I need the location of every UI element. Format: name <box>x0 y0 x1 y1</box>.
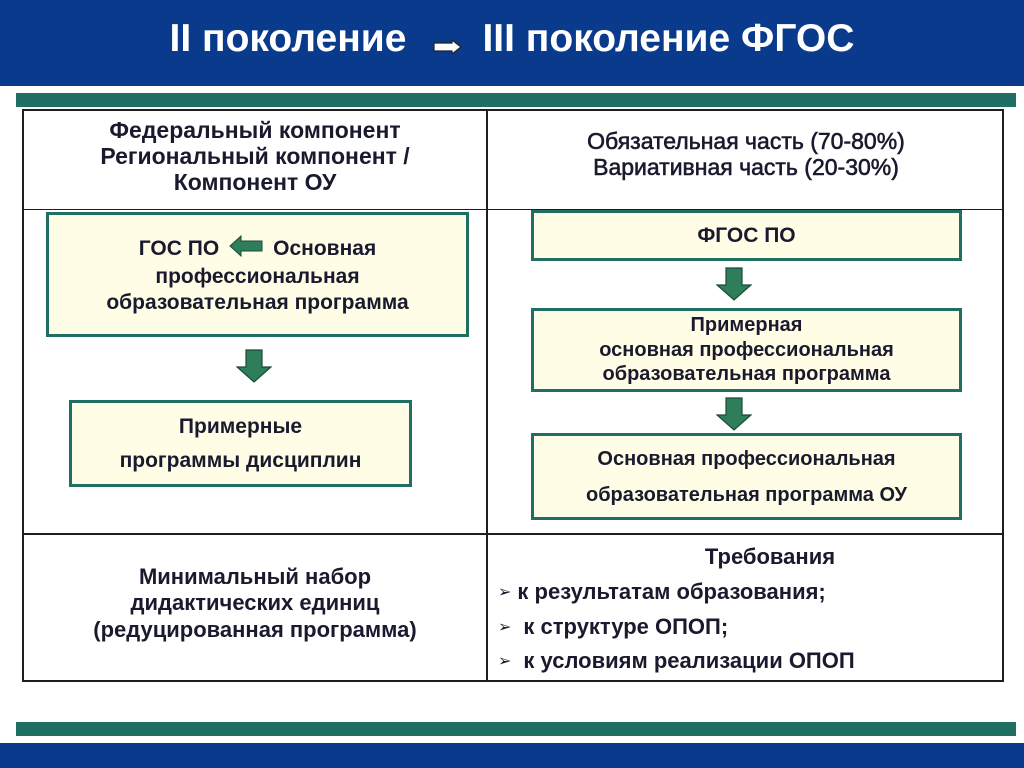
header-bar <box>0 0 1024 86</box>
model-program-line: Примерная <box>690 314 803 337</box>
right-header-line: Вариативная часть (20-30%) <box>593 153 899 180</box>
minimal-set-line: (редуцированная программа) <box>93 616 417 642</box>
gos-po-right-label: Основная <box>273 237 377 261</box>
title-left: II поколение <box>169 17 407 60</box>
left-arrow-icon <box>229 234 263 265</box>
model-program-line: образовательная программа <box>602 363 891 386</box>
bottom-stripe <box>16 722 1016 736</box>
requirements-title: Требования <box>704 544 836 569</box>
gos-po-line2: профессиональная <box>155 265 360 289</box>
column-divider <box>486 109 488 682</box>
down-arrow-icon <box>715 267 753 306</box>
left-header: Федеральный компонент Региональный компо… <box>24 117 486 195</box>
left-header-line: Федеральный компонент <box>109 117 401 143</box>
main-program-ou-box: Основная профессиональная образовательна… <box>531 433 962 520</box>
chevron-right-icon: ➢ <box>498 653 512 670</box>
row-divider-bottom <box>22 533 1004 535</box>
model-program-box: Примерная основная профессиональная обра… <box>531 308 962 392</box>
requirement-text: к результатам образования; <box>517 579 826 604</box>
sample-programs-box: Примерные программы дисциплин <box>69 400 412 487</box>
requirement-item: ➢ к структуре ОПОП; <box>498 614 728 640</box>
row-divider-top <box>22 209 1004 210</box>
minimal-set-line: дидактических единиц <box>130 590 380 616</box>
gos-po-line: ГОС ПО Основная <box>139 234 376 265</box>
main-program-ou-line: образовательная программа ОУ <box>585 483 907 506</box>
left-header-line: Региональный компонент / <box>100 142 410 169</box>
minimal-set-text: Минимальный набор дидактических единиц (… <box>24 564 486 643</box>
requirement-item: ➢ к условиям реализации ОПОП <box>498 648 855 674</box>
title-right: III поколение ФГОС <box>482 17 855 60</box>
down-arrow-icon <box>235 349 273 388</box>
main-program-ou-line: Основная профессиональная <box>597 447 896 470</box>
gos-po-box: ГОС ПО Основная профессиональная образов… <box>46 212 469 337</box>
sample-programs-line: Примерные <box>178 414 303 438</box>
page-title: II поколение III поколение ФГОС <box>0 14 1024 64</box>
requirement-item: ➢ к результатам образования; <box>498 579 826 605</box>
chevron-right-icon: ➢ <box>498 619 512 636</box>
top-stripe <box>16 93 1016 107</box>
comparison-table <box>22 109 1004 682</box>
gos-po-line3: образовательная программа <box>106 290 409 314</box>
fgos-po-label: ФГОС ПО <box>697 223 796 247</box>
requirement-text: к условиям реализации ОПОП <box>523 648 855 673</box>
model-program-line: основная профессиональная <box>599 338 894 361</box>
right-arrow-icon <box>432 20 463 64</box>
requirement-text: к структуре ОПОП; <box>523 614 729 639</box>
chevron-right-icon: ➢ <box>498 584 512 601</box>
left-header-line: Компонент ОУ <box>173 168 337 195</box>
right-header: Обязательная часть (70-80%) Вариативная … <box>488 128 1004 181</box>
down-arrow-icon <box>715 397 753 436</box>
footer-bar <box>0 743 1024 768</box>
minimal-set-line: Минимальный набор <box>138 564 372 589</box>
sample-programs-line: программы дисциплин <box>119 448 362 472</box>
gos-po-label: ГОС ПО <box>138 237 220 261</box>
right-header-line: Обязательная часть (70-80%) <box>587 128 905 154</box>
fgos-po-box: ФГОС ПО <box>531 210 962 261</box>
